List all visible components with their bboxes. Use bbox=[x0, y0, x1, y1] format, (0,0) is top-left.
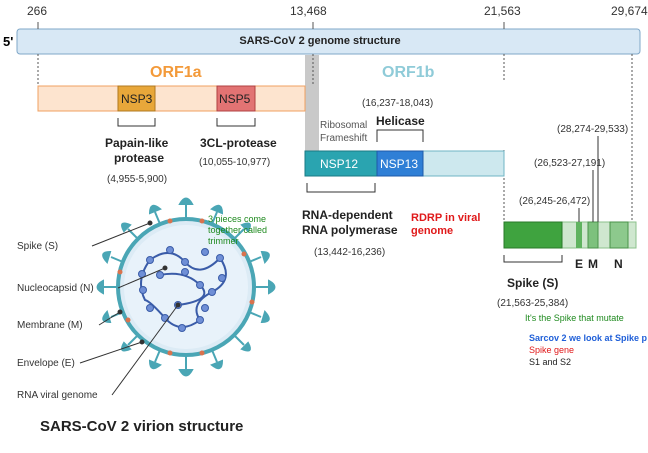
sarcov-note: Sarcov 2 we look at Spike p bbox=[529, 333, 648, 343]
cl-protease-label: 3CL-protease bbox=[200, 136, 277, 150]
nsp5-label: NSP5 bbox=[219, 92, 251, 106]
coord-29674: 29,674 bbox=[611, 4, 648, 18]
e-box bbox=[576, 222, 582, 248]
virion-label-envelope: Envelope (E) bbox=[17, 358, 75, 369]
spike-gene-note: Spike gene bbox=[529, 345, 575, 355]
nsp13-box bbox=[376, 150, 424, 177]
m-label: M bbox=[588, 257, 598, 271]
m-box bbox=[587, 221, 599, 249]
nsp3-label: NSP3 bbox=[121, 92, 153, 106]
spike-bracket bbox=[503, 255, 563, 263]
coord-13468: 13,468 bbox=[290, 4, 327, 18]
trimmer-note-line3: trimmer bbox=[208, 236, 239, 246]
genome-title: SARS-CoV 2 genome structure bbox=[239, 35, 401, 47]
rdrp-range: (13,442-16,236) bbox=[314, 247, 386, 258]
virion-label-spike: Spike (S) bbox=[17, 241, 59, 252]
helicase-range: (16,237-18,043) bbox=[362, 98, 434, 109]
nsp12-label: NSP12 bbox=[320, 157, 359, 171]
genome-bar bbox=[16, 28, 641, 55]
nsp3-box bbox=[117, 85, 156, 112]
nsp5-box bbox=[216, 85, 256, 112]
n-label: N bbox=[614, 257, 623, 271]
trimmer-note-line2: together called bbox=[208, 225, 268, 235]
trimmer-note: 3 pieces come together called trimmer bbox=[208, 214, 267, 247]
frameshift-band bbox=[305, 55, 319, 175]
frameshift-line1: Ribosomal bbox=[320, 120, 368, 131]
coord-21563: 21,563 bbox=[484, 4, 521, 18]
papain-bracket bbox=[117, 118, 156, 127]
cl-bracket bbox=[216, 118, 256, 127]
mutate-note: It's the Spike that mutate bbox=[525, 313, 624, 323]
rdrp-bracket bbox=[306, 183, 376, 193]
rdrp-note-line2: genome bbox=[411, 225, 454, 237]
virion-label-membrane: Membrane (M) bbox=[17, 320, 83, 331]
papain-range: (4,955-5,900) bbox=[107, 174, 168, 185]
helicase-label: Helicase bbox=[376, 114, 425, 128]
orf1b-label: ORF1b bbox=[382, 64, 435, 81]
virion-graphic bbox=[79, 197, 276, 396]
virion-label-rna: RNA viral genome bbox=[17, 390, 98, 401]
virion-label-nucleocapsid: Nucleocapsid (N) bbox=[17, 283, 94, 294]
spike-label: Spike (S) bbox=[507, 276, 559, 290]
five-prime-label: 5' bbox=[3, 34, 14, 49]
rdrp-note-line1: RDRP in viral bbox=[411, 212, 481, 224]
n-range: (28,274-29,533) bbox=[557, 124, 629, 135]
nsp13-label: NSP13 bbox=[380, 157, 419, 171]
e-range: (26,245-26,472) bbox=[519, 196, 591, 207]
e-label: E bbox=[575, 257, 584, 271]
s1-s2-note: S1 and S2 bbox=[529, 357, 572, 367]
virion-title: SARS-CoV 2 virion structure bbox=[40, 418, 244, 435]
coord-266: 266 bbox=[27, 4, 48, 18]
spike-range: (21,563-25,384) bbox=[497, 298, 569, 309]
orf1a-bar bbox=[37, 85, 306, 112]
papain-label-line2: protease bbox=[114, 151, 165, 165]
orf1a-label: ORF1a bbox=[150, 64, 202, 81]
rdrp-label-line1: RNA-dependent bbox=[302, 208, 393, 222]
spike-box bbox=[503, 221, 563, 249]
trimmer-note-line1: 3 pieces come bbox=[208, 214, 267, 224]
cl-range: (10,055-10,977) bbox=[199, 157, 271, 168]
frameshift-line2: Frameshift bbox=[320, 133, 368, 144]
rdrp-label-line2: RNA polymerase bbox=[302, 223, 398, 237]
helicase-bracket bbox=[376, 129, 424, 142]
n-box bbox=[609, 221, 629, 249]
m-range: (26,523-27,191) bbox=[534, 158, 606, 169]
papain-label-line1: Papain-like bbox=[105, 136, 169, 150]
